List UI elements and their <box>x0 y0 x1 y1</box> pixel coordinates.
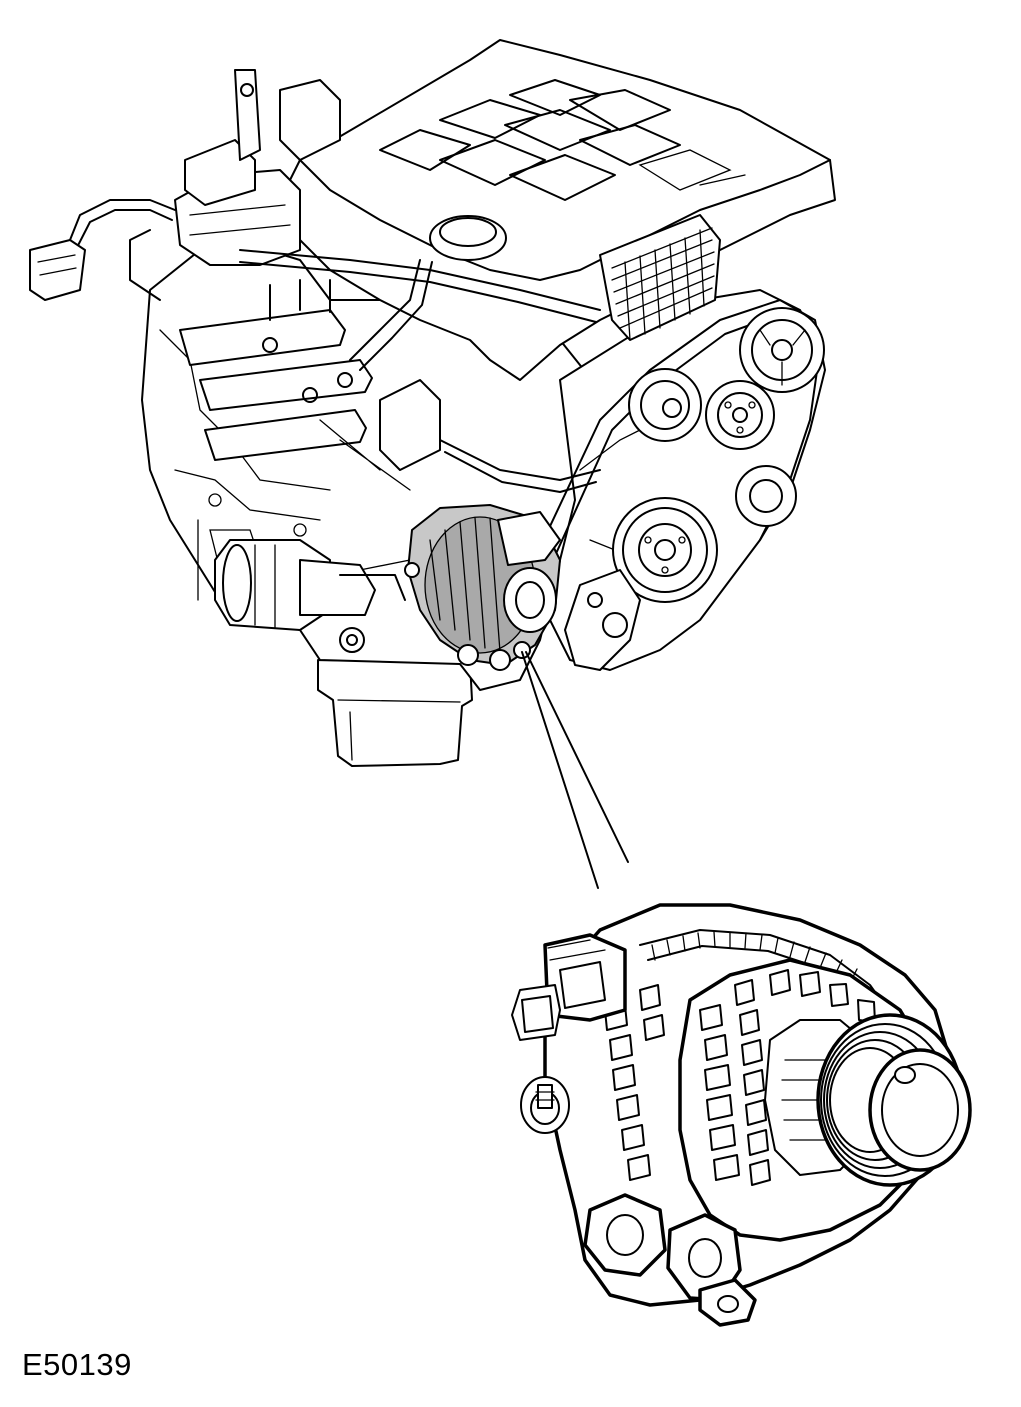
alternator-connector <box>511 933 627 1041</box>
pulleys <box>564 307 825 671</box>
engine-assembly <box>29 39 836 767</box>
oil-pan <box>317 659 473 767</box>
alternator-pulley <box>816 1013 972 1187</box>
alternator-detail-view <box>511 903 972 1327</box>
tensioner-pulley <box>735 465 797 527</box>
engine-cover <box>284 39 836 381</box>
starter-motor <box>214 539 406 653</box>
wiring-harness <box>29 199 176 301</box>
callout-leader-lines <box>521 651 629 889</box>
intake-manifold <box>174 69 341 266</box>
alternator-mounting-lugs <box>583 1193 757 1327</box>
mounted-alternator-highlight <box>404 504 561 671</box>
pump-pulley <box>628 368 702 442</box>
figure-id-label: E50139 <box>22 1347 132 1382</box>
cover-grille <box>599 214 721 341</box>
coolant-pipe <box>239 249 601 493</box>
alternator-terminal-stud <box>520 1076 570 1134</box>
crankshaft-pulley <box>612 497 718 603</box>
oil-filler-cap <box>429 215 507 261</box>
tensioner-arm <box>564 569 641 671</box>
upper-right-pulley <box>739 307 825 393</box>
idler-pulley <box>705 380 775 450</box>
